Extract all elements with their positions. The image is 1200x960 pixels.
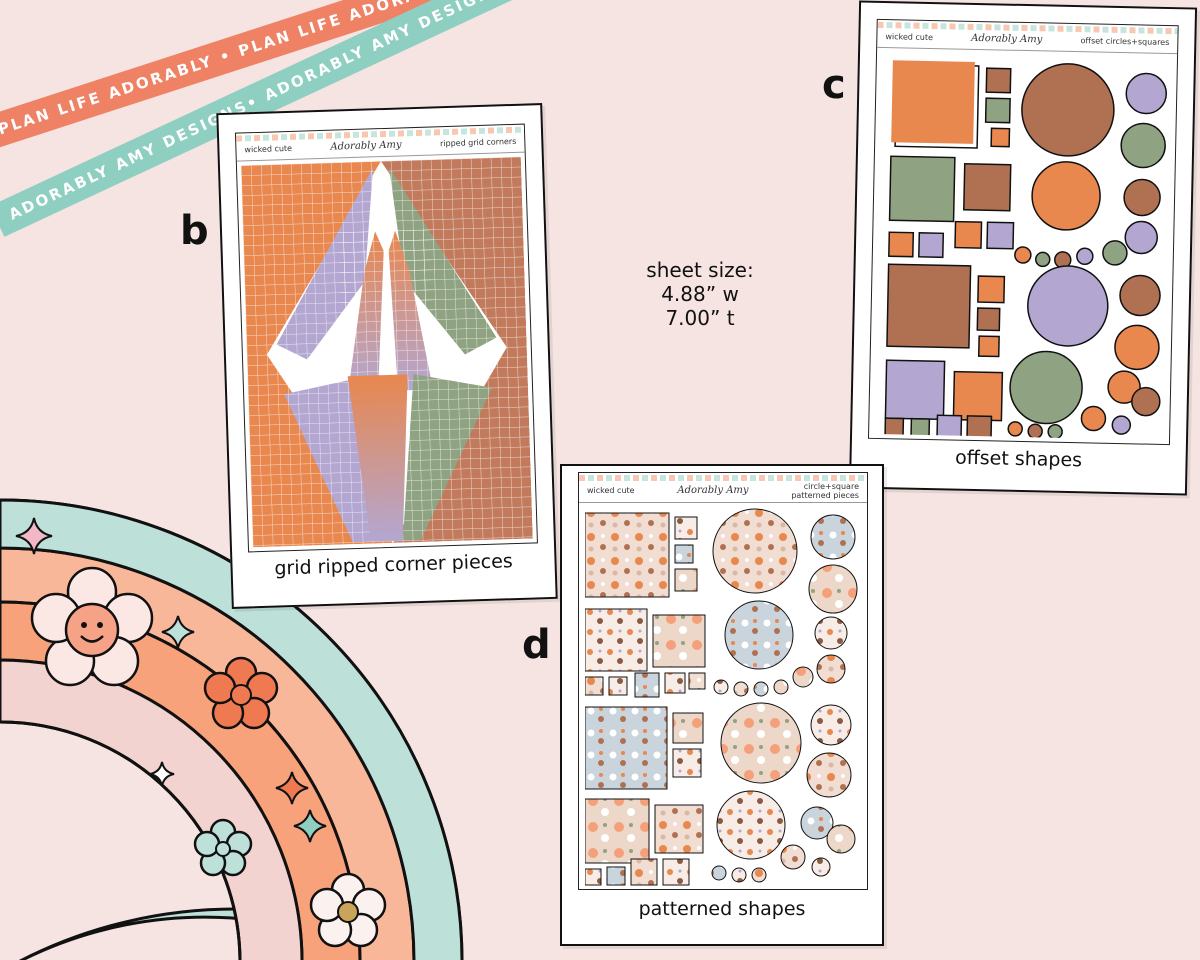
sheet-size-info: sheet size: 4.88” w 7.00” t [630, 258, 770, 330]
sheet-d-patterned-shapes: wicked cute Adorably Amy circle+square p… [560, 464, 884, 946]
header-collection: wicked cute [885, 32, 934, 43]
sheet-b-caption: grid ripped corner pieces [274, 550, 514, 580]
header-title-line2: patterned pieces [791, 490, 859, 500]
header-title: circle+square patterned pieces [791, 482, 859, 500]
label-d: d [522, 622, 551, 668]
sheet-c-caption: offset shapes [954, 446, 1083, 472]
brand-logo: Adorably Amy [330, 139, 402, 153]
orange-flower-icon [203, 656, 279, 730]
teal-flower-icon [193, 818, 253, 877]
patterned-shapes-artwork [585, 508, 858, 886]
ripped-grid-artwork [240, 156, 533, 548]
sparkle-icon [149, 761, 175, 787]
sheet-header: wicked cute Adorably Amy circle+square p… [579, 479, 867, 503]
header-title: ripped grid corners [439, 136, 517, 149]
sparkle-icon [15, 517, 53, 555]
label-c: c [822, 62, 846, 108]
header-collection: wicked cute [244, 143, 293, 155]
offset-shapes-artwork [884, 60, 1168, 441]
label-b: b [180, 208, 209, 254]
header-title-line1: circle+square [803, 481, 859, 491]
brand-logo: Adorably Amy [971, 32, 1043, 46]
sheet-size-width: 4.88” w [661, 282, 739, 306]
sheet-c-offset-shapes: wicked cute Adorably Amy offset circles+… [848, 0, 1198, 496]
sparkle-icon [275, 771, 309, 805]
header-collection: wicked cute [587, 486, 635, 495]
sparkle-icon [293, 809, 327, 843]
header-title: offset circles+squares [1080, 36, 1170, 48]
header-stripe [579, 475, 867, 481]
white-flower-icon [309, 872, 387, 948]
smiley-flower-icon [30, 566, 154, 687]
sheet-b-ripped-grid-corners: wicked cute Adorably Amy ripped grid cor… [216, 103, 558, 609]
sheet-size-height: 7.00” t [665, 306, 735, 330]
sparkle-icon [161, 615, 195, 649]
sheet-d-caption: patterned shapes [638, 898, 806, 920]
sheet-size-label: sheet size: [646, 258, 754, 282]
brand-logo: Adorably Amy [677, 485, 749, 496]
